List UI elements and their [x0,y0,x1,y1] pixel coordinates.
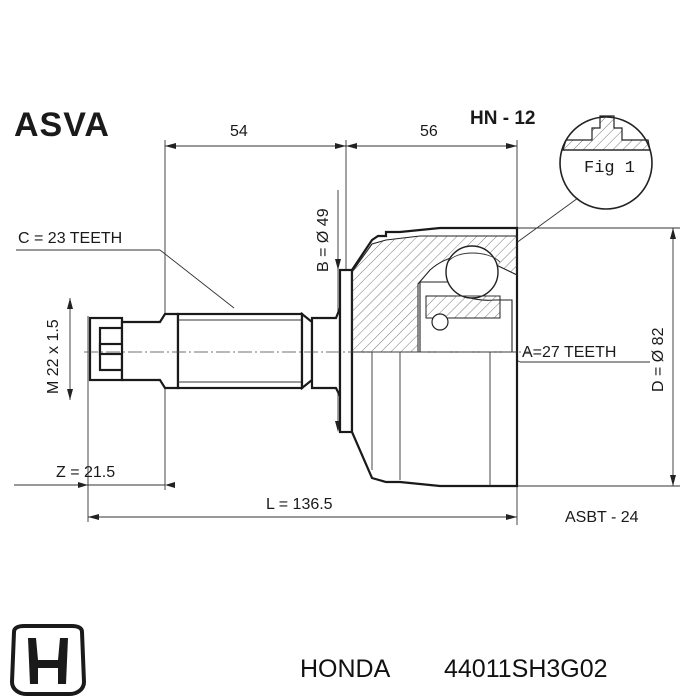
length-b-label: 56 [420,123,438,140]
figure-marker: Fig 1 [559,115,653,210]
thread-dimension [67,298,73,400]
b-diameter-label: B = Ø 49 [315,208,332,272]
total-length-label: L = 136.5 [266,496,333,513]
z-value-label: Z = 21.5 [56,464,115,481]
footer-part-number: 44011SH3G02 [444,655,608,683]
brand-title: ASVA [14,106,110,144]
part-code: HN - 12 [470,108,535,129]
a-teeth-label: A=27 TEETH [522,344,616,361]
series-code: ASBT - 24 [565,509,639,526]
total-length-dimension [88,486,518,525]
footer-maker: HONDA [300,655,391,683]
length-a-label: 54 [230,123,248,140]
c-teeth-label: C = 23 TEETH [18,230,122,247]
d-diameter-dimension [517,227,680,487]
top-dimensions [164,140,518,320]
thread-label: M 22 x 1.5 [45,319,62,394]
figure-tag: Fig 1 [584,159,635,178]
cv-joint-body [88,226,519,488]
honda-logo [9,624,87,696]
c-teeth-leader [159,249,235,309]
d-diameter-label: D = Ø 82 [650,327,667,392]
